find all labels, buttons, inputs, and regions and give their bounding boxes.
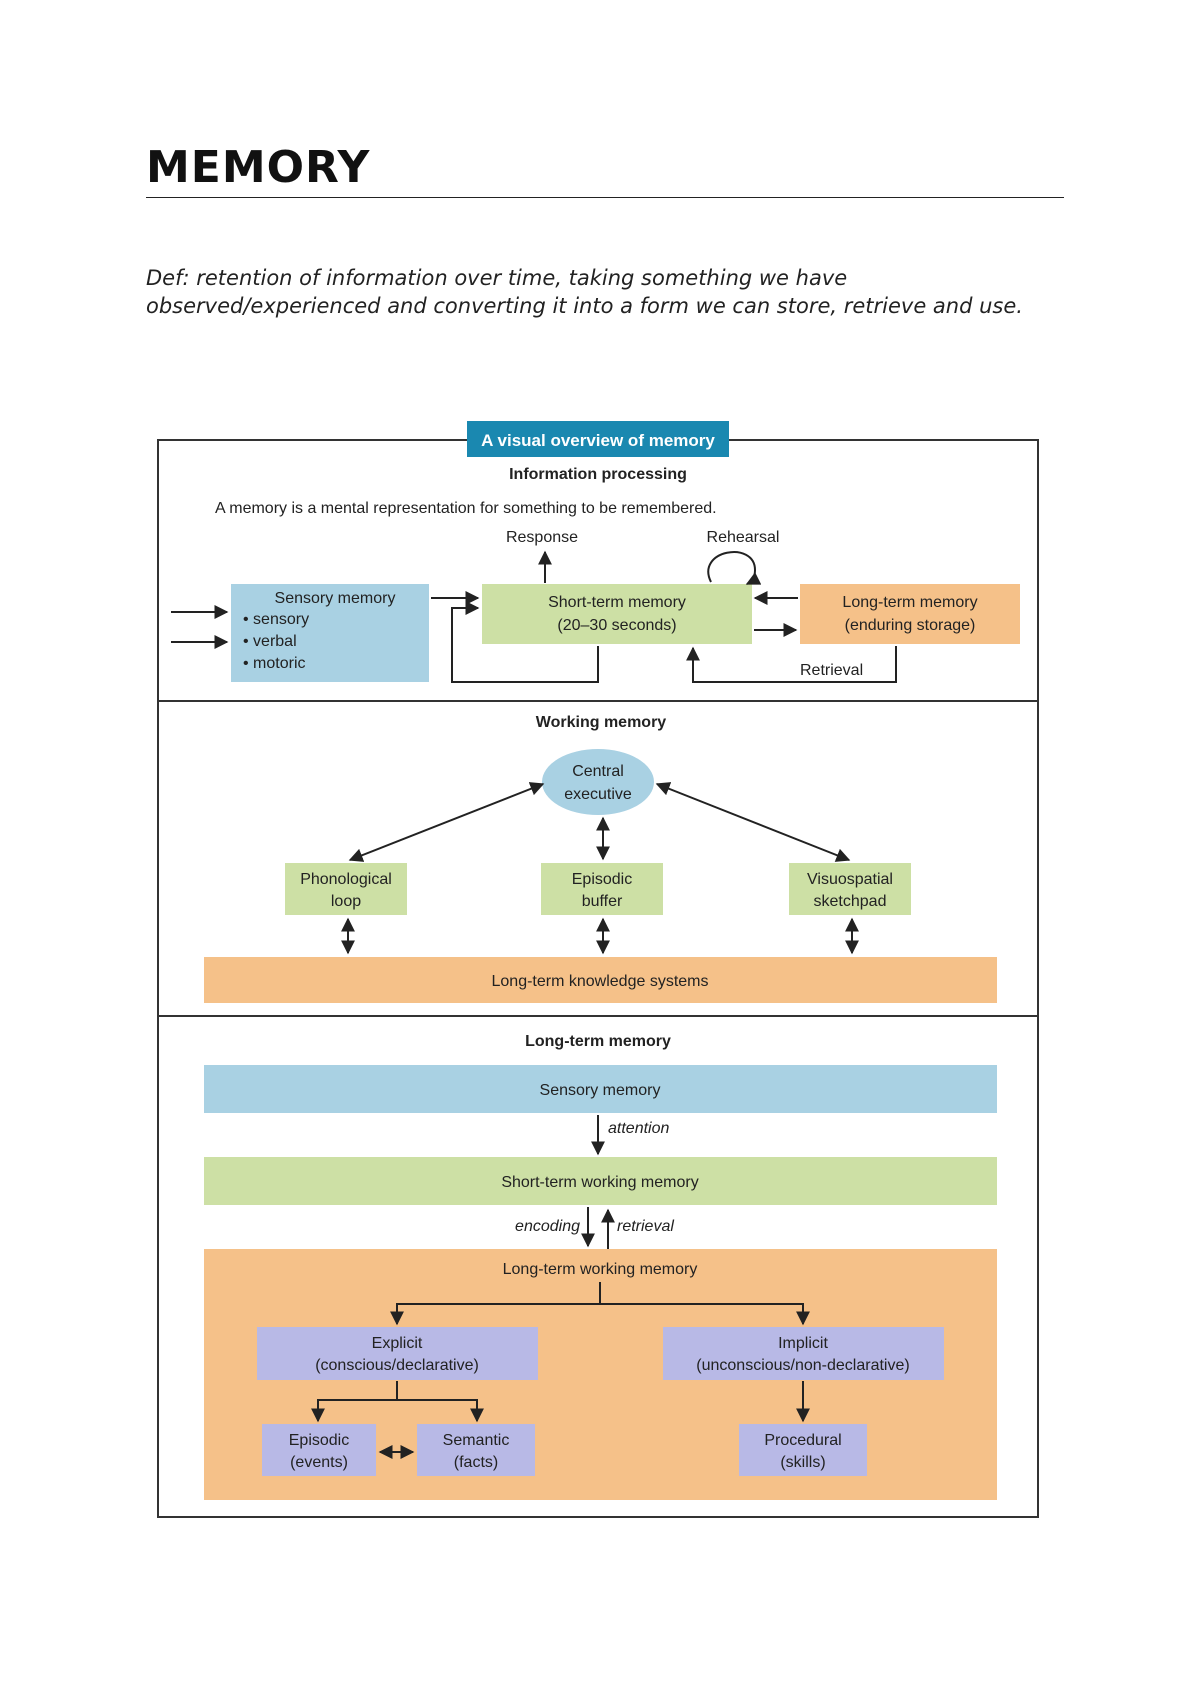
long-term-memory-heading: Long-term memory bbox=[525, 1033, 671, 1050]
retrieval-label: Retrieval bbox=[800, 662, 863, 679]
short-term-working-bar bbox=[204, 1157, 997, 1205]
short-term-memory-box bbox=[482, 584, 752, 644]
central-executive-label: executive bbox=[564, 786, 632, 803]
banner-box bbox=[467, 421, 729, 457]
attention-label: attention bbox=[608, 1120, 669, 1137]
explicit-memory-label: (conscious/declarative) bbox=[315, 1357, 479, 1374]
phonological-loop-label: Phonological bbox=[300, 871, 392, 888]
branch-connector bbox=[390, 1282, 601, 1326]
working-memory-heading: Working memory bbox=[536, 714, 667, 731]
response-label: Response bbox=[506, 529, 578, 546]
stm-feedback-loop bbox=[451, 601, 599, 683]
central-executive-node bbox=[542, 749, 654, 815]
phonological-loop-label: loop bbox=[331, 893, 361, 910]
encoding-label: encoding bbox=[515, 1218, 580, 1235]
episodic-memory-label: (events) bbox=[290, 1454, 348, 1471]
sensory-memory-box bbox=[231, 584, 429, 682]
phonological-loop-box bbox=[285, 863, 407, 915]
sensory-memory-title: Sensory memory bbox=[275, 590, 396, 607]
semantic-memory-label: (facts) bbox=[454, 1454, 498, 1471]
visuospatial-sketchpad-label: sketchpad bbox=[814, 893, 887, 910]
procedural-memory-label: Procedural bbox=[764, 1432, 841, 1449]
rehearsal-loop bbox=[707, 551, 762, 585]
implicit-memory-label: (unconscious/non-declarative) bbox=[696, 1357, 909, 1374]
sensory-item: • sensory bbox=[243, 611, 309, 628]
banner-title: A visual overview of memory bbox=[481, 431, 715, 450]
visuospatial-sketchpad-label: Visuospatial bbox=[807, 871, 893, 888]
info-processing-heading: Information processing bbox=[509, 466, 687, 483]
semantic-memory-label: Semantic bbox=[443, 1432, 510, 1449]
memory-definition: Def: retention of information over time,… bbox=[146, 266, 1023, 318]
implicit-memory-label: Implicit bbox=[778, 1335, 828, 1352]
executive-phonological-arrow bbox=[348, 782, 545, 862]
long-term-working-label: Long-term working memory bbox=[503, 1261, 698, 1278]
visuospatial-sketchpad-box bbox=[789, 863, 911, 915]
knowledge-systems-label: Long-term knowledge systems bbox=[492, 973, 709, 990]
central-executive-label: Central bbox=[572, 763, 624, 780]
episodic-buffer-box bbox=[541, 863, 663, 915]
long-term-memory-box bbox=[800, 584, 1020, 644]
retrieval-path bbox=[686, 646, 897, 683]
short-term-working-label: Short-term working memory bbox=[501, 1174, 698, 1191]
sensory-item: • motoric bbox=[243, 655, 306, 672]
short-term-memory-label: Short-term memory bbox=[548, 594, 686, 611]
procedural-memory-label: (skills) bbox=[780, 1454, 825, 1471]
procedural-memory-box bbox=[739, 1424, 867, 1476]
page-title: MEMORY bbox=[146, 142, 371, 193]
ltm-sensory-bar bbox=[204, 1065, 997, 1113]
memory-overview-diagram: A visual overview of memory Information … bbox=[157, 421, 1039, 1518]
episodic-memory-label: Episodic bbox=[289, 1432, 349, 1449]
long-term-memory-label: Long-term memory bbox=[842, 594, 977, 611]
episodic-memory-box bbox=[262, 1424, 376, 1476]
branch-connector bbox=[311, 1381, 398, 1423]
ltm-sensory-label: Sensory memory bbox=[540, 1082, 661, 1099]
episodic-buffer-label: buffer bbox=[582, 893, 623, 910]
branch-connector bbox=[600, 1303, 810, 1326]
long-term-memory-storage: (enduring storage) bbox=[845, 617, 976, 634]
explicit-memory-label: Explicit bbox=[372, 1335, 423, 1352]
episodic-buffer-label: Episodic bbox=[572, 871, 632, 888]
explicit-memory-box bbox=[257, 1327, 538, 1380]
rehearsal-label: Rehearsal bbox=[707, 529, 780, 546]
title-divider bbox=[146, 197, 1064, 198]
knowledge-systems-bar bbox=[204, 957, 997, 1003]
info-processing-intro: A memory is a mental representation for … bbox=[215, 500, 717, 517]
short-term-memory-duration: (20–30 seconds) bbox=[557, 617, 676, 634]
semantic-memory-box bbox=[417, 1424, 535, 1476]
sensory-item: • verbal bbox=[243, 633, 297, 650]
implicit-memory-box bbox=[663, 1327, 944, 1380]
ltm-retrieval-label: retrieval bbox=[617, 1218, 674, 1235]
executive-visuospatial-arrow bbox=[655, 782, 851, 862]
branch-connector bbox=[397, 1399, 484, 1423]
